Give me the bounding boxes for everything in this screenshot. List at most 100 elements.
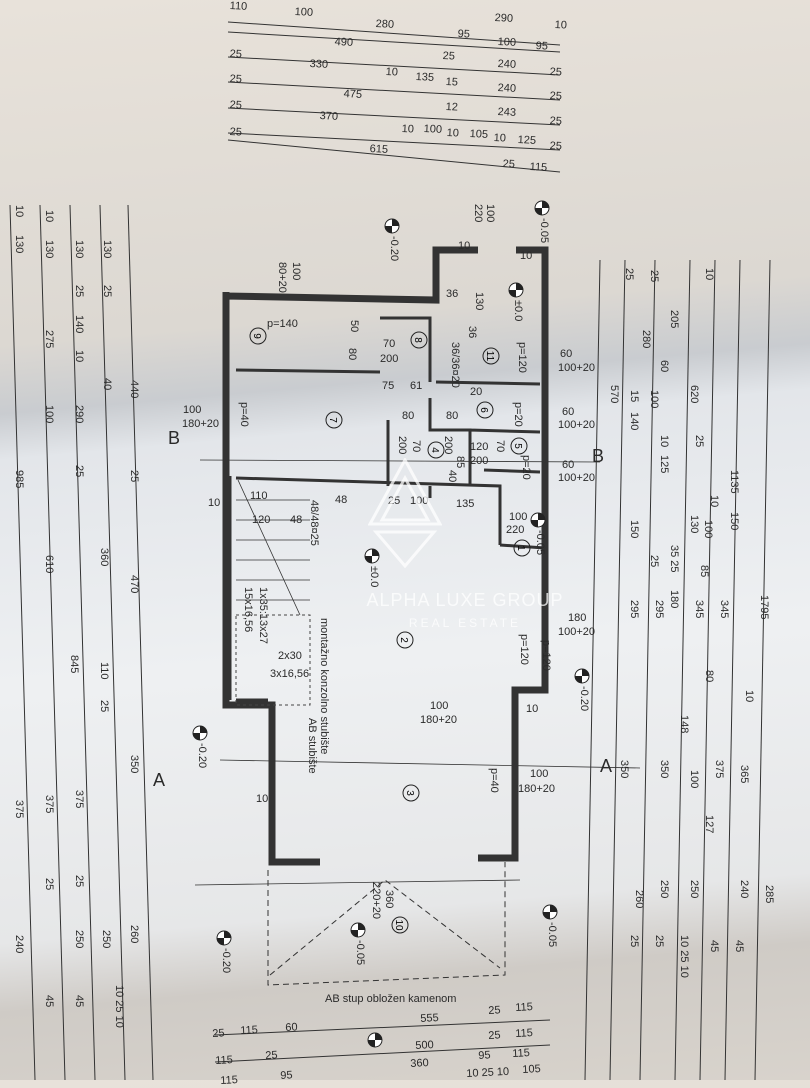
left-dimension-label: 10 bbox=[43, 210, 55, 223]
plan-annotation: 2x30 bbox=[278, 650, 302, 662]
right-dimension-label: 180 bbox=[668, 590, 680, 609]
dimension-line bbox=[227, 31, 561, 53]
left-dimension-label: 10 25 10 bbox=[113, 985, 125, 1028]
right-dimension-label: 365 bbox=[738, 765, 750, 784]
dimension-line bbox=[724, 259, 741, 1080]
right-dimension-label: 25 bbox=[623, 268, 635, 281]
left-dimension-label: 100 bbox=[43, 405, 55, 424]
plan-annotation: p=20 bbox=[512, 402, 524, 427]
top-dimension-label: 330 bbox=[309, 58, 329, 71]
plan-annotation: 36 bbox=[466, 326, 478, 339]
elevation-marker-icon bbox=[192, 725, 208, 741]
left-dimension-label: 360 bbox=[98, 548, 110, 567]
elevation-marker-icon bbox=[384, 218, 400, 234]
room-number: 2 bbox=[398, 637, 409, 643]
left-dimension-label: 25 bbox=[73, 465, 85, 478]
bottom-dimension-label: 115 bbox=[512, 1047, 531, 1060]
top-dimension-label: 110 bbox=[229, 0, 248, 13]
elevation-marker-icon bbox=[574, 668, 590, 684]
right-dimension-label: 10 25 10 bbox=[678, 935, 690, 978]
top-dimension-label: 243 bbox=[497, 106, 517, 119]
room-number-circle bbox=[513, 539, 531, 557]
top-dimension-label: 240 bbox=[497, 82, 517, 95]
watermark-title: ALPHA LUXE GROUP bbox=[366, 590, 564, 610]
room-number-circle bbox=[482, 347, 500, 365]
plan-annotation: B bbox=[592, 446, 605, 466]
plan-annotation: p=120 bbox=[540, 640, 552, 671]
top-dimension-label: 10 bbox=[554, 19, 568, 32]
plan-annotation: 85 bbox=[454, 456, 466, 469]
plan-annotation: AB stup obložen kamenom bbox=[325, 993, 457, 1005]
bottom-dimension-label: 360 bbox=[410, 1057, 429, 1070]
plan-annotation: 100 bbox=[509, 511, 528, 523]
bottom-dimension-label: 25 bbox=[488, 1004, 501, 1017]
top-dimension-label: 240 bbox=[497, 58, 517, 71]
right-dimension-label: 345 bbox=[693, 600, 705, 619]
left-dimension-label: 130 bbox=[13, 235, 25, 254]
room-number-circle bbox=[476, 401, 494, 419]
elevation-label: -0.20 bbox=[388, 236, 400, 262]
top-dimension-label: 100 bbox=[423, 123, 443, 136]
elevation-marker-icon bbox=[216, 930, 232, 946]
right-dimension-label: 285 bbox=[763, 885, 775, 904]
right-dimension-label: 150 bbox=[728, 512, 740, 531]
right-dimension-label: 1795 bbox=[758, 595, 770, 620]
elevation-marker-icon bbox=[530, 512, 546, 528]
plan-annotation: 3x16,56 bbox=[270, 668, 310, 680]
left-dimension-label: 25 bbox=[128, 470, 140, 483]
left-dimension-label: 130 bbox=[43, 240, 55, 259]
dimension-line bbox=[674, 259, 691, 1080]
plan-annotation: AB stubište bbox=[306, 718, 318, 774]
top-dimension-label: 25 bbox=[549, 140, 563, 153]
right-dimension-label: 250 bbox=[688, 880, 700, 899]
top-dimension-label: 475 bbox=[343, 88, 363, 101]
plan-annotation: 110 bbox=[250, 490, 268, 502]
top-dimension-label: 25 bbox=[229, 73, 243, 86]
right-dimension-label: 375 bbox=[713, 760, 725, 779]
top-dimension-label: 25 bbox=[442, 50, 456, 63]
plan-annotation: 100+20 bbox=[558, 362, 596, 374]
right-dimension-label: 570 bbox=[608, 385, 620, 404]
elevation-label: ±0.0 bbox=[368, 566, 380, 588]
plan-annotation: 100 bbox=[530, 768, 549, 780]
bottom-dimension-label: 25 bbox=[265, 1049, 278, 1062]
dimension-line bbox=[699, 259, 716, 1080]
elevation-marker-icon bbox=[542, 904, 558, 920]
plan-annotation: 100+20 bbox=[558, 472, 596, 484]
top-dimension-label: 115 bbox=[529, 161, 548, 174]
dimension-line bbox=[609, 259, 626, 1080]
right-dimension-label: 100 bbox=[688, 770, 700, 789]
right-dimension-label: 10 bbox=[658, 435, 670, 448]
plan-annotation: 1x35:13x27 bbox=[257, 587, 269, 644]
plan-annotation: 36/36¤20 bbox=[449, 342, 461, 388]
plan-annotation: A bbox=[153, 770, 166, 790]
plan-annotation: 100+20 bbox=[558, 419, 596, 431]
plan-annotation: 75 bbox=[382, 380, 395, 392]
plan-annotation: 180+20 bbox=[182, 418, 220, 430]
plan-annotation: p=120 bbox=[518, 634, 530, 665]
dimension-line bbox=[214, 1044, 551, 1063]
top-dimension-label: 25 bbox=[549, 66, 563, 79]
room-number: 8 bbox=[412, 337, 423, 343]
right-dimension-label: 25 bbox=[693, 435, 705, 448]
plan-annotation: 40 bbox=[446, 470, 458, 483]
right-dimension-label: 150 bbox=[628, 520, 640, 539]
left-dimension-label: 275 bbox=[43, 330, 55, 349]
left-dimension-label: 290 bbox=[73, 405, 85, 424]
bottom-dimension-label: 25 bbox=[488, 1029, 501, 1042]
dimension-line bbox=[639, 259, 656, 1080]
right-dimension-label: 100 bbox=[648, 390, 660, 409]
room-number: 3 bbox=[404, 790, 415, 796]
plan-annotation: 100+20 bbox=[558, 626, 596, 638]
dimension-line bbox=[127, 204, 154, 1080]
plan-annotation: 70 bbox=[410, 440, 422, 453]
plan-annotation: A bbox=[600, 756, 613, 776]
dimension-line bbox=[99, 204, 126, 1080]
bottom-dimension-label: 555 bbox=[420, 1012, 439, 1025]
right-dimension-label: 35 25 bbox=[668, 545, 680, 573]
plan-annotation: 36 bbox=[446, 288, 459, 300]
top-dimension-label: 135 bbox=[415, 71, 435, 84]
plan-annotation: 200 bbox=[396, 436, 408, 455]
